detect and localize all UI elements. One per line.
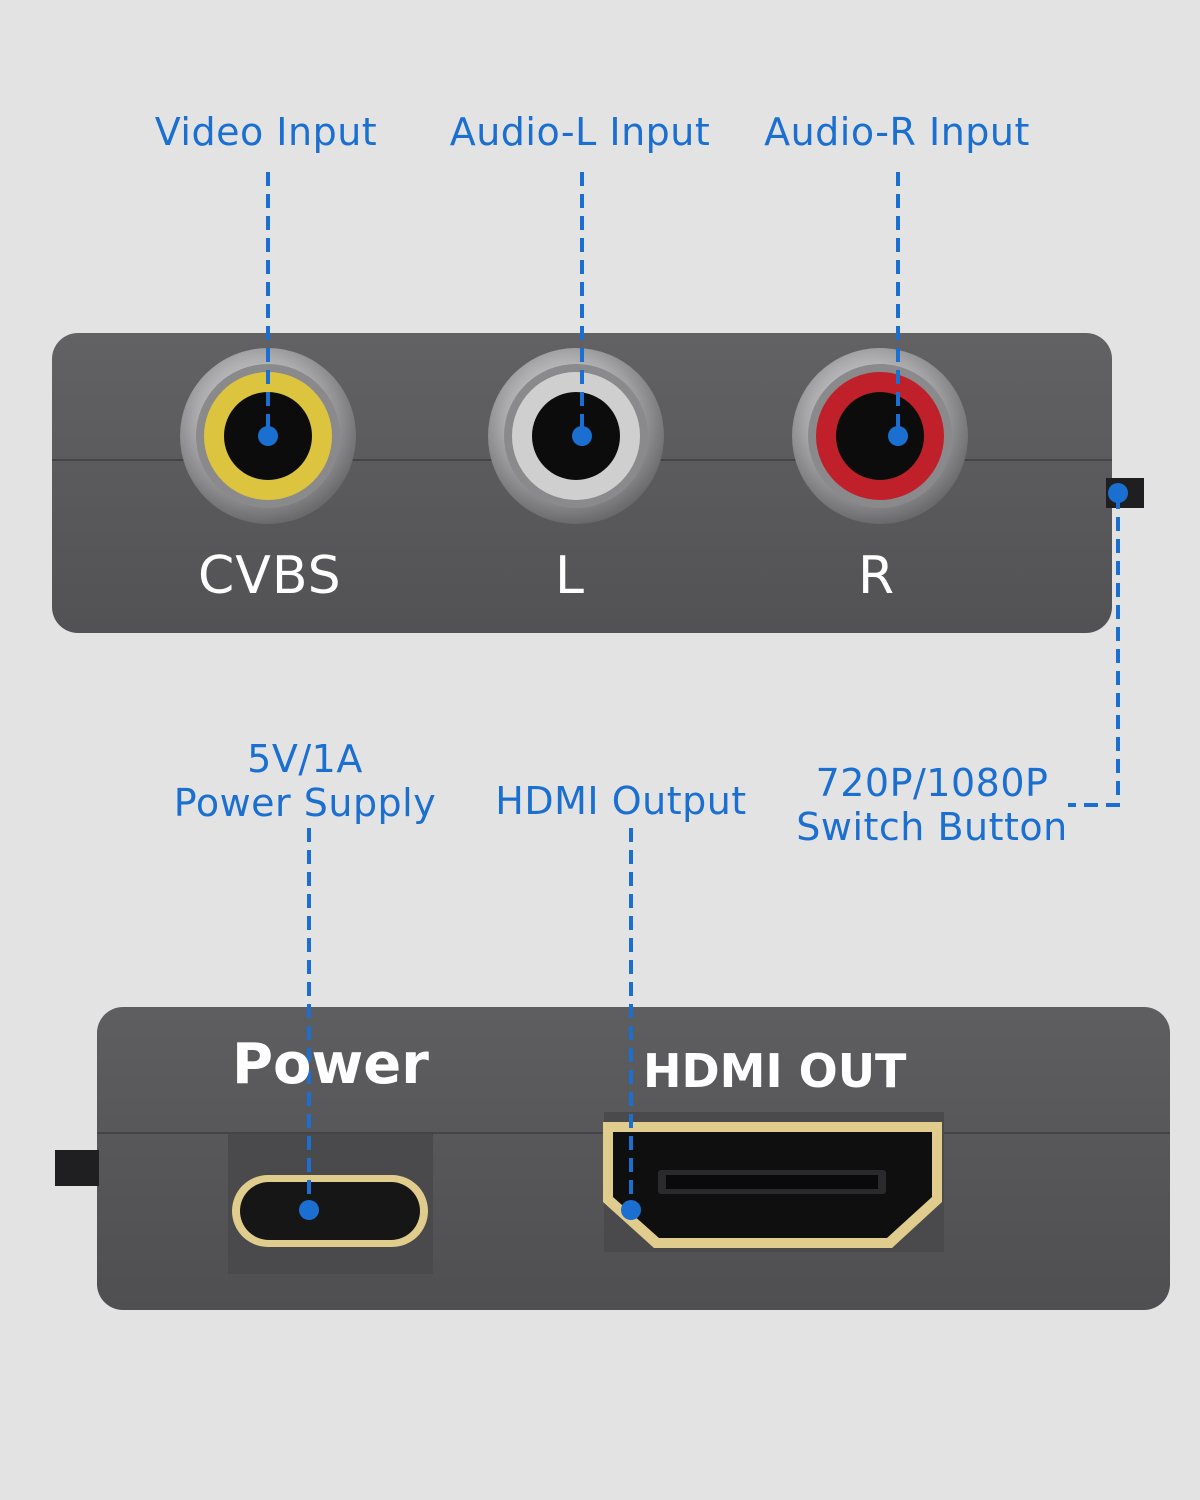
callout-audio-r-input: Audio-R Input [764, 110, 1030, 154]
callout-video-input: Video Input [154, 110, 378, 154]
label-right: R [858, 546, 895, 606]
label-power: Power [232, 1032, 429, 1097]
callout-switch-button: 720P/1080P Switch Button [792, 761, 1072, 849]
callout-hdmi-output: HDMI Output [495, 779, 747, 823]
hdmi-port-icon[interactable] [603, 1112, 944, 1252]
callout-power-supply: 5V/1A Power Supply [165, 737, 445, 825]
callout-power-supply-line1: 5V/1A [247, 737, 363, 781]
leader-lines [266, 172, 1120, 1208]
callout-audio-l-input: Audio-L Input [449, 110, 711, 154]
callout-switch-button-line2: Switch Button [796, 805, 1068, 849]
usb-c-port-icon[interactable] [228, 1134, 433, 1274]
label-hdmi-out: HDMI OUT [643, 1044, 907, 1098]
label-cvbs: CVBS [198, 546, 342, 606]
label-left: L [555, 546, 584, 606]
rca-jack-red-icon[interactable] [792, 348, 968, 524]
callout-switch-button-line1: 720P/1080P [815, 761, 1049, 805]
callout-power-supply-line2: Power Supply [173, 781, 437, 825]
leader-dots [258, 426, 1128, 1220]
